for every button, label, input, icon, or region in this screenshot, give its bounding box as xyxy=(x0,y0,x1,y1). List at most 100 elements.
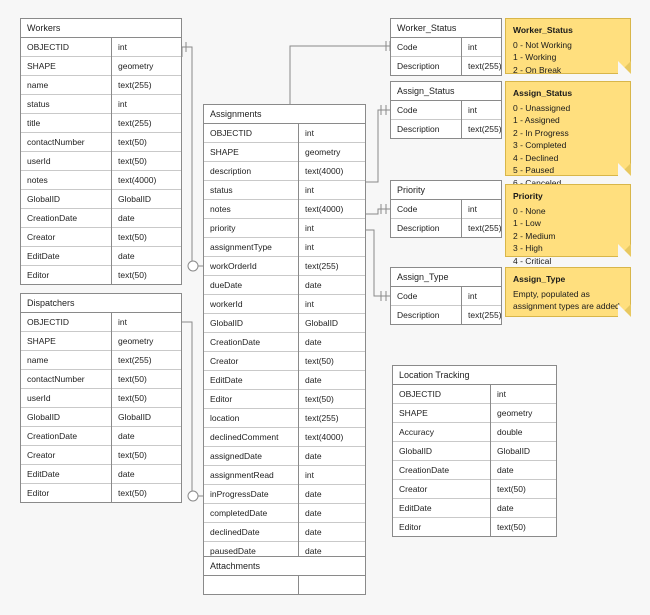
field-name: CreationDate xyxy=(204,332,299,352)
field-name: userId xyxy=(21,151,112,171)
field-name: Creator xyxy=(21,227,112,247)
field-type: date xyxy=(111,208,181,228)
field-type: text(50) xyxy=(298,351,365,371)
field-type: date xyxy=(298,484,365,504)
field-name: Description xyxy=(391,119,462,138)
field-type: date xyxy=(298,522,365,542)
field-type: text(4000) xyxy=(298,161,365,181)
note-line: 1 - Working xyxy=(513,52,557,62)
field-type xyxy=(298,576,365,594)
line-dispatchers-assignments xyxy=(182,321,203,497)
field-name: status xyxy=(21,94,112,114)
field-name: notes xyxy=(204,199,299,219)
field-type: date xyxy=(298,446,365,466)
field-type: int xyxy=(111,38,181,57)
field-name: name xyxy=(21,350,112,370)
note-fold-icon xyxy=(618,163,631,176)
line-assignments-assign-type xyxy=(366,229,390,297)
field-type: int xyxy=(111,94,181,114)
entity-title: Priority xyxy=(391,181,501,200)
field-type: int xyxy=(461,101,501,120)
field-type: text(255) xyxy=(298,256,365,276)
field-name: SHAPE xyxy=(21,56,112,76)
field-type: int xyxy=(461,287,501,306)
note-line: 4 - Critical xyxy=(513,255,552,266)
field-type: text(4000) xyxy=(111,170,181,190)
field-type: date xyxy=(490,498,556,518)
field-type: geometry xyxy=(298,142,365,162)
note-fold-icon xyxy=(618,304,631,317)
note-fold-icon xyxy=(618,244,631,257)
field-name: userId xyxy=(21,388,112,408)
field-type: GlobalID xyxy=(111,407,181,427)
field-name: description xyxy=(204,161,299,181)
note-title: Worker_Status xyxy=(513,25,573,35)
field-type: GlobalID xyxy=(490,441,556,461)
note-line: 0 - None xyxy=(513,205,546,216)
field-name: Creator xyxy=(204,351,299,371)
entity-attachments[interactable]: Attachments xyxy=(203,556,366,595)
field-name: contactNumber xyxy=(21,132,112,152)
entity-title: Assign_Status xyxy=(391,82,501,101)
field-name: Creator xyxy=(21,445,112,465)
field-type: geometry xyxy=(111,331,181,351)
note-fold-icon xyxy=(618,61,631,74)
note-line: 5 - Paused xyxy=(513,165,555,175)
field-name: CreationDate xyxy=(393,460,491,480)
field-type: text(50) xyxy=(111,483,181,502)
field-name: Description xyxy=(391,218,462,237)
field-name: Description xyxy=(391,56,462,75)
field-type: text(50) xyxy=(111,265,181,284)
field-name: pausedDate xyxy=(204,541,299,561)
note-line: 2 - On Break xyxy=(513,64,562,75)
field-type: date xyxy=(298,370,365,390)
field-name: Description xyxy=(391,305,462,324)
entity-title: Location Tracking xyxy=(393,366,556,385)
field-name: title xyxy=(21,113,112,133)
note-line: assignment types are added xyxy=(513,301,620,311)
field-name: dueDate xyxy=(204,275,299,295)
field-name: assignedDate xyxy=(204,446,299,466)
field-name: location xyxy=(204,408,299,428)
line-workers-worker-status xyxy=(289,45,390,104)
field-name: Creator xyxy=(393,479,491,499)
field-name: Code xyxy=(397,204,418,214)
field-name: GlobalID xyxy=(204,313,299,333)
field-type: text(50) xyxy=(111,388,181,408)
field-type: text(255) xyxy=(111,350,181,370)
field-name: notes xyxy=(21,170,112,190)
